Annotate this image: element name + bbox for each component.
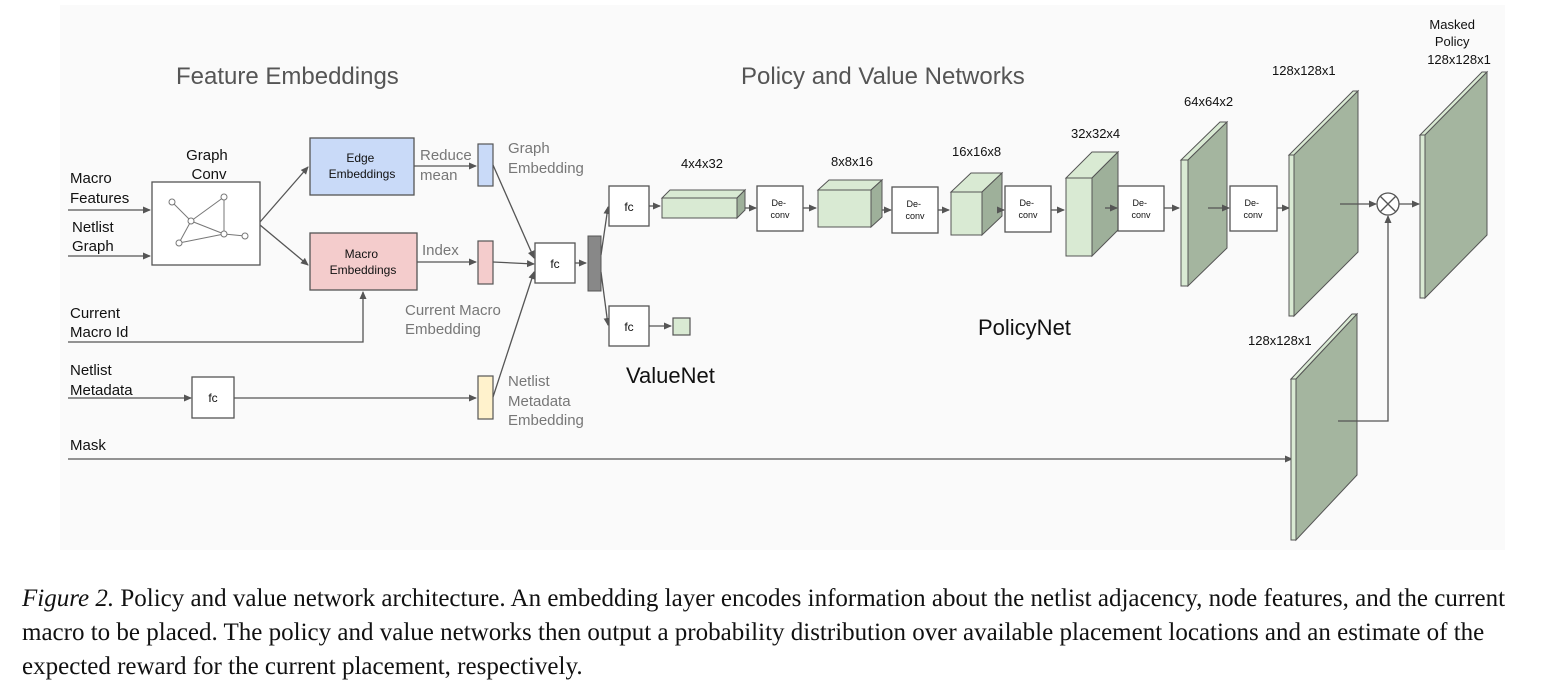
graph-conv-box	[151, 181, 261, 266]
current-macro-id-label: Current Macro Id	[70, 305, 128, 341]
edge-embeddings-label: Edge Embeddings	[329, 151, 396, 181]
value-output	[672, 317, 691, 336]
tensor-128x128x1-policy	[1287, 89, 1360, 318]
metadata-fc-label: fc	[208, 391, 217, 405]
metadata-fc-box	[191, 376, 235, 419]
reduce-mean-label: Reduce mean	[420, 147, 476, 184]
macro-embeddings-label: Macro Embeddings	[330, 247, 397, 277]
netlist-metadata-embedding-label: Netlist Metadata Embedding	[508, 373, 584, 429]
current-macro-embedding-vector	[477, 240, 494, 285]
dim-16x16x8: 16x16x8	[952, 144, 1001, 159]
policy-value-title: Policy and Value Networks	[741, 63, 1025, 90]
tensor-32x32x4	[1064, 150, 1120, 258]
tensor-16x16x8	[949, 171, 1004, 237]
policy-fc-box	[608, 185, 650, 227]
central-fc-label: fc	[550, 257, 559, 271]
dim-64x64x2: 64x64x2	[1184, 94, 1233, 109]
netlist-metadata-label: Netlist Metadata	[70, 362, 133, 399]
architecture-diagram: Feature Embeddings Policy and Value Netw…	[68, 17, 1491, 542]
graph-embedding-vector	[477, 143, 494, 187]
mask-label: Mask	[70, 437, 106, 454]
policynet-label: PolicyNet	[978, 315, 1071, 340]
tensor-64x64x2	[1179, 120, 1229, 288]
deconv-label-4: De- conv	[1131, 198, 1151, 220]
masked-policy-label: Masked Policy 128x128x1	[1427, 17, 1491, 67]
edge-embeddings-box	[309, 137, 415, 196]
dim-128x128x1-policy: 128x128x1	[1272, 63, 1336, 78]
valuenet-label: ValueNet	[626, 363, 715, 388]
caption-text: Policy and value network architecture. A…	[22, 585, 1506, 680]
tensor-masked-policy	[1418, 70, 1489, 300]
dim-32x32x4: 32x32x4	[1071, 126, 1120, 141]
tensor-8x8x16	[816, 178, 884, 229]
deconv-label-1: De- conv	[770, 198, 790, 220]
macro-features-label: Macro Features	[70, 170, 129, 207]
deconv-box-1	[756, 185, 804, 232]
feature-embeddings-title: Feature Embeddings	[176, 63, 399, 90]
deconv-label-3: De- conv	[1018, 198, 1038, 220]
tensor-128x128x1-mask	[1289, 312, 1359, 542]
graph-conv-label: Graph Conv	[186, 147, 232, 183]
figure-label: Figure 2.	[22, 585, 115, 612]
deconv-box-3	[1004, 185, 1052, 233]
macro-embeddings-box	[309, 232, 418, 291]
graph-embedding-label: Graph Embedding	[508, 140, 584, 177]
index-label: Index	[422, 242, 459, 259]
dim-8x8x16: 8x8x16	[831, 154, 873, 169]
value-fc-label: fc	[624, 320, 633, 334]
deconv-label-5: De- conv	[1243, 198, 1263, 220]
deconv-box-5	[1229, 185, 1278, 232]
policy-fc-label: fc	[624, 200, 633, 214]
deconv-label-2: De- conv	[905, 199, 925, 221]
graph-icon	[168, 193, 249, 247]
current-macro-embedding-label: Current Macro Embedding	[405, 302, 505, 338]
netlist-graph-label: Netlist Graph	[72, 219, 118, 255]
figure-caption: Figure 2. Policy and value network archi…	[22, 582, 1537, 684]
metadata-embedding-vector	[477, 375, 494, 420]
dim-128x128x1-mask: 128x128x1	[1248, 333, 1312, 348]
concat-bar	[587, 235, 602, 292]
deconv-box-4	[1117, 185, 1165, 232]
tensor-4x4x32	[660, 188, 747, 220]
deconv-box-2	[891, 186, 939, 234]
dim-4x4x32: 4x4x32	[681, 156, 723, 171]
multiply-icon	[1376, 192, 1400, 216]
